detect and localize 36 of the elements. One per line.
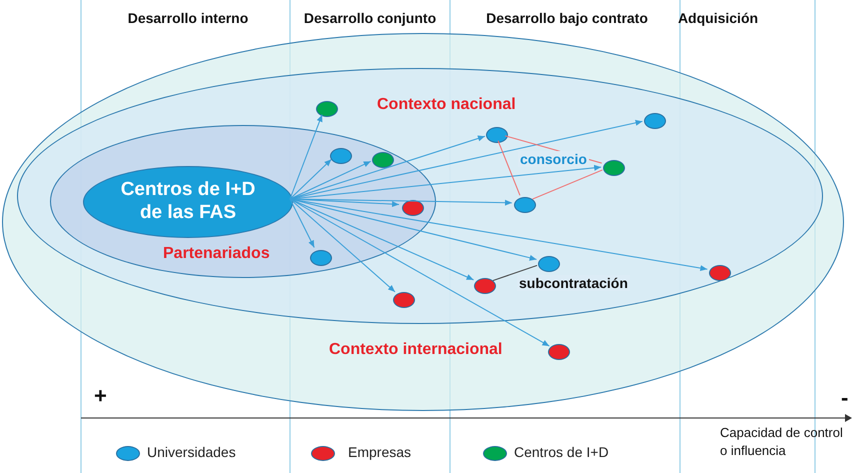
circle-marker	[330, 148, 352, 164]
column-header: Desarrollo interno	[128, 10, 248, 26]
context-label: Contexto nacional	[377, 96, 516, 114]
legend-label: Empresas	[348, 444, 412, 460]
circle-marker	[548, 344, 570, 360]
arrow	[290, 114, 323, 200]
plus-sign: +	[94, 383, 107, 409]
circle-marker	[514, 197, 536, 213]
context-label: Partenariados	[163, 245, 270, 263]
column-header: Adquisición	[678, 10, 758, 26]
axis-caption: Capacidad de control o influencia	[720, 424, 844, 460]
legend-label: Centros de I+D	[514, 444, 609, 460]
circle-marker	[603, 160, 625, 176]
legend-label: Universidades	[147, 444, 236, 460]
circle-marker	[474, 278, 496, 294]
center-title: Centros de I+D de las FAS	[120, 179, 256, 225]
circle-marker	[644, 113, 666, 129]
circle-marker	[393, 292, 415, 308]
circle-marker	[372, 152, 394, 168]
minus-sign: -	[841, 385, 848, 411]
circle-marker	[486, 127, 508, 143]
group-label: consorcio	[518, 151, 589, 167]
arrow	[290, 160, 372, 200]
arrow	[290, 198, 550, 347]
circle-marker	[316, 101, 338, 117]
circle-marker	[538, 256, 560, 272]
column-header: Desarrollo conjunto	[304, 10, 436, 26]
circle-marker	[402, 200, 424, 216]
arrow	[290, 198, 315, 248]
edge-label: subcontratación	[517, 275, 630, 291]
context-label: Contexto internacional	[329, 341, 502, 359]
circle-marker	[709, 265, 731, 281]
arrow	[290, 198, 396, 292]
column-header: Desarrollo bajo contrato	[486, 10, 648, 26]
circle-marker	[310, 250, 332, 266]
arrow	[290, 158, 332, 200]
